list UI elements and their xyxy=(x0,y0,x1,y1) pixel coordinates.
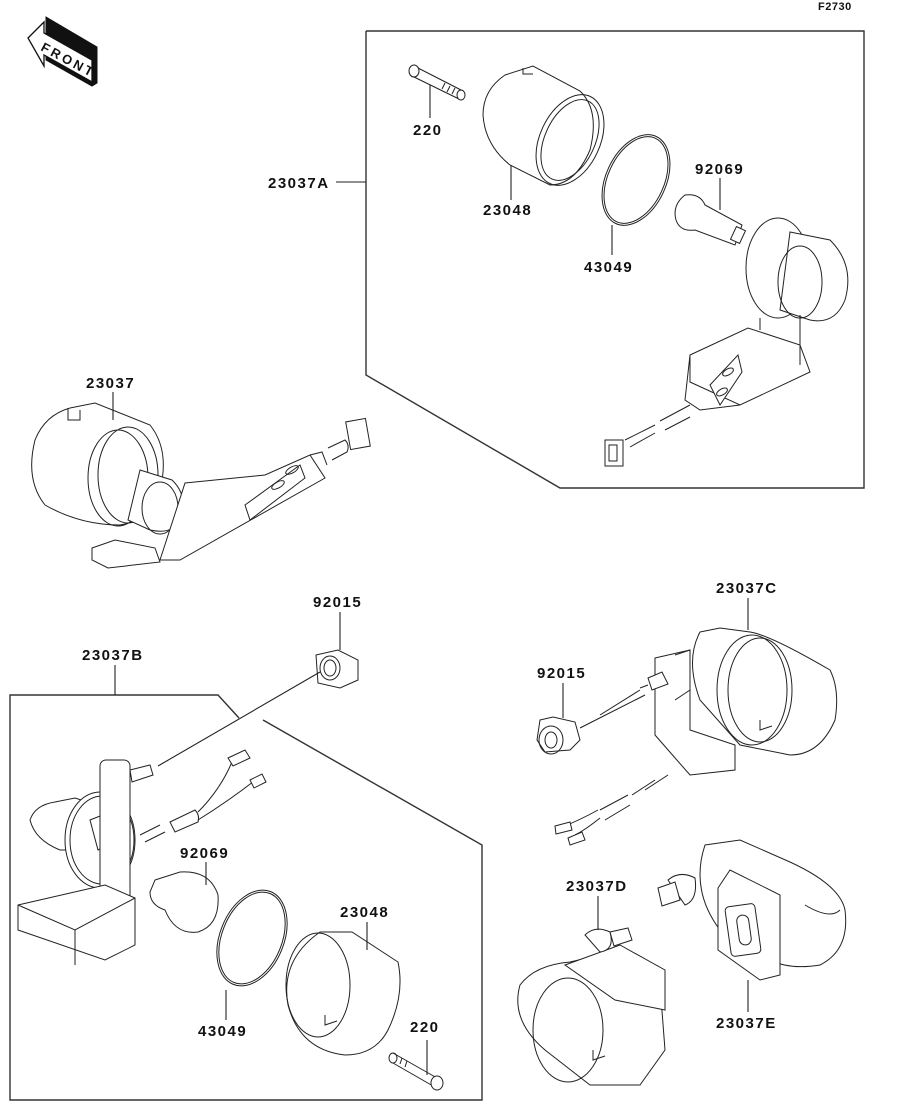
lamp-body-23037d xyxy=(517,896,666,1086)
label-92015-b: 92015 xyxy=(313,594,362,611)
label-43049-b: 43049 xyxy=(198,1023,247,1040)
label-92015-c: 92015 xyxy=(537,665,586,682)
group-frame-23037a xyxy=(336,30,865,489)
nut-92015-b xyxy=(157,612,359,767)
bulb-92069-b xyxy=(149,862,219,933)
lens-23048-b xyxy=(285,922,401,1056)
lamp-body-23037 xyxy=(31,392,371,569)
label-220-a: 220 xyxy=(413,122,443,139)
lens-23048-a xyxy=(482,65,605,200)
lamp-body-23037c xyxy=(554,598,838,846)
label-23048-a: 23048 xyxy=(483,202,532,219)
lamp-base-23037b xyxy=(17,749,267,965)
label-220-b: 220 xyxy=(410,1019,440,1036)
label-23048-b: 23048 xyxy=(340,904,389,921)
bulb-92069-a xyxy=(674,178,747,246)
group-frame-23037b xyxy=(9,665,483,1101)
figure-code: F2730 xyxy=(818,1,852,13)
label-23037c: 23037C xyxy=(716,580,778,597)
label-23037b: 23037B xyxy=(82,647,144,664)
label-23037e: 23037E xyxy=(716,1015,777,1032)
front-arrow-icon: FRONT xyxy=(27,16,98,87)
label-92069-a: 92069 xyxy=(695,161,744,178)
screw-220-a xyxy=(408,64,466,118)
label-92069-b: 92069 xyxy=(180,845,229,862)
screw-220-b xyxy=(388,1040,444,1091)
nut-92015-c xyxy=(536,683,646,755)
gasket-43049-a xyxy=(601,134,671,255)
label-43049-a: 43049 xyxy=(584,259,633,276)
label-23037a: 23037A xyxy=(268,175,330,192)
lamp-body-23037a xyxy=(604,217,849,467)
label-23037: 23037 xyxy=(86,375,135,392)
gasket-43049-b xyxy=(216,889,288,1020)
lamp-body-23037e xyxy=(657,839,847,1012)
label-23037d: 23037D xyxy=(566,878,628,895)
